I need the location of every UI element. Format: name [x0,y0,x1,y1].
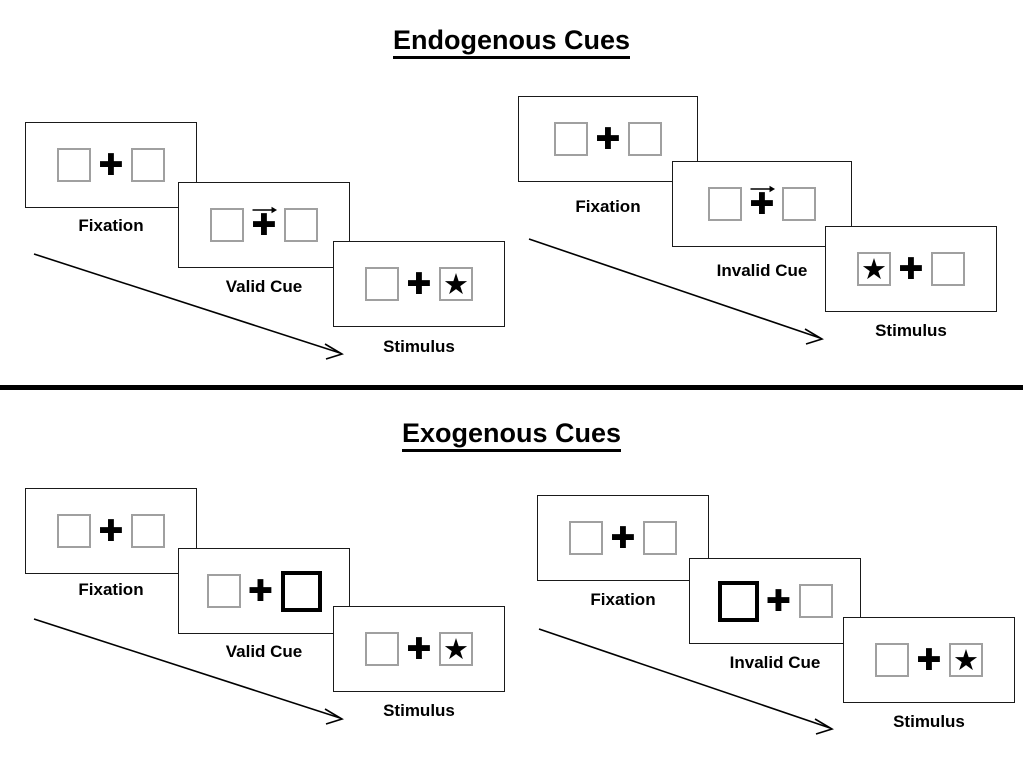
panel-content: ✚ [690,559,860,643]
panel-content: ✚ ★ [334,242,504,326]
section-title-exogenous-text: Exogenous Cues [401,418,622,452]
left-box [875,643,909,677]
section-title-endogenous-text: Endogenous Cues [392,25,630,59]
right-box-with-target: ★ [439,632,473,666]
panel-exogenous-invalid-fixation[interactable]: ✚ [537,495,709,581]
right-box [628,122,662,156]
left-box [554,122,588,156]
right-box-with-target: ★ [949,643,983,677]
label-endogenous-valid-stimulus: Stimulus [383,337,455,356]
arrow-right-cue-icon [750,185,776,193]
panel-endogenous-invalid-cue[interactable]: ✚ [672,161,852,247]
panel-content: ✚ [538,496,708,580]
left-box [365,632,399,666]
panel-content: ★ ✚ [826,227,996,311]
label-endogenous-valid-cue: Valid Cue [225,277,303,296]
left-box [57,514,91,548]
panel-exogenous-valid-fixation[interactable]: ✚ [25,488,197,574]
right-box [931,252,965,286]
left-box [210,208,244,242]
label-endogenous-valid-fixation: Fixation [78,216,144,235]
left-box-with-target: ★ [857,252,891,286]
label-endogenous-invalid-stimulus: Stimulus [875,321,947,340]
panel-content: ✚ [519,97,697,181]
section-title-endogenous: Endogenous Cues [0,25,1023,59]
panel-content: ✚ [179,183,349,267]
left-box [569,521,603,555]
section-divider [0,385,1023,390]
panel-content: ✚ [673,162,851,246]
label-exogenous-valid-stimulus: Stimulus [383,701,455,720]
arrow-right-cue-icon [252,206,278,214]
section-title-exogenous: Exogenous Cues [0,418,1023,452]
label-exogenous-valid-cue: Valid Cue [225,642,303,661]
panel-content: ✚ ★ [334,607,504,691]
right-box [643,521,677,555]
panel-exogenous-valid-stimulus[interactable]: ✚ ★ [333,606,505,692]
right-box-with-target: ★ [439,267,473,301]
right-box [131,148,165,182]
right-box-cued [280,570,322,612]
label-endogenous-invalid-fixation: Fixation [575,197,641,216]
left-box [365,267,399,301]
panel-endogenous-valid-fixation[interactable]: ✚ [25,122,197,208]
panel-exogenous-invalid-stimulus[interactable]: ✚ ★ [843,617,1015,703]
label-exogenous-invalid-cue: Invalid Cue [729,653,821,672]
left-box [206,574,241,608]
right-box [131,514,165,548]
label-endogenous-invalid-cue: Invalid Cue [716,261,808,280]
left-box-cued [717,580,759,622]
right-box [284,208,318,242]
panel-endogenous-invalid-fixation[interactable]: ✚ [518,96,698,182]
panel-endogenous-invalid-stimulus[interactable]: ★ ✚ [825,226,997,312]
section-endogenous: Endogenous Cues ✚ Fixation ✚ [0,25,1023,360]
left-box [708,187,742,221]
right-box [782,187,816,221]
label-exogenous-valid-fixation: Fixation [78,580,144,599]
panel-content: ✚ [26,489,196,573]
right-box [798,584,833,618]
label-exogenous-invalid-stimulus: Stimulus [893,712,965,731]
panel-content: ✚ ★ [844,618,1014,702]
label-exogenous-invalid-fixation: Fixation [590,590,656,609]
panel-content: ✚ [179,549,349,633]
panel-endogenous-valid-stimulus[interactable]: ✚ ★ [333,241,505,327]
panel-endogenous-valid-cue[interactable]: ✚ [178,182,350,268]
panel-exogenous-invalid-cue[interactable]: ✚ [689,558,861,644]
left-box [57,148,91,182]
panel-content: ✚ [26,123,196,207]
panel-exogenous-valid-cue[interactable]: ✚ [178,548,350,634]
